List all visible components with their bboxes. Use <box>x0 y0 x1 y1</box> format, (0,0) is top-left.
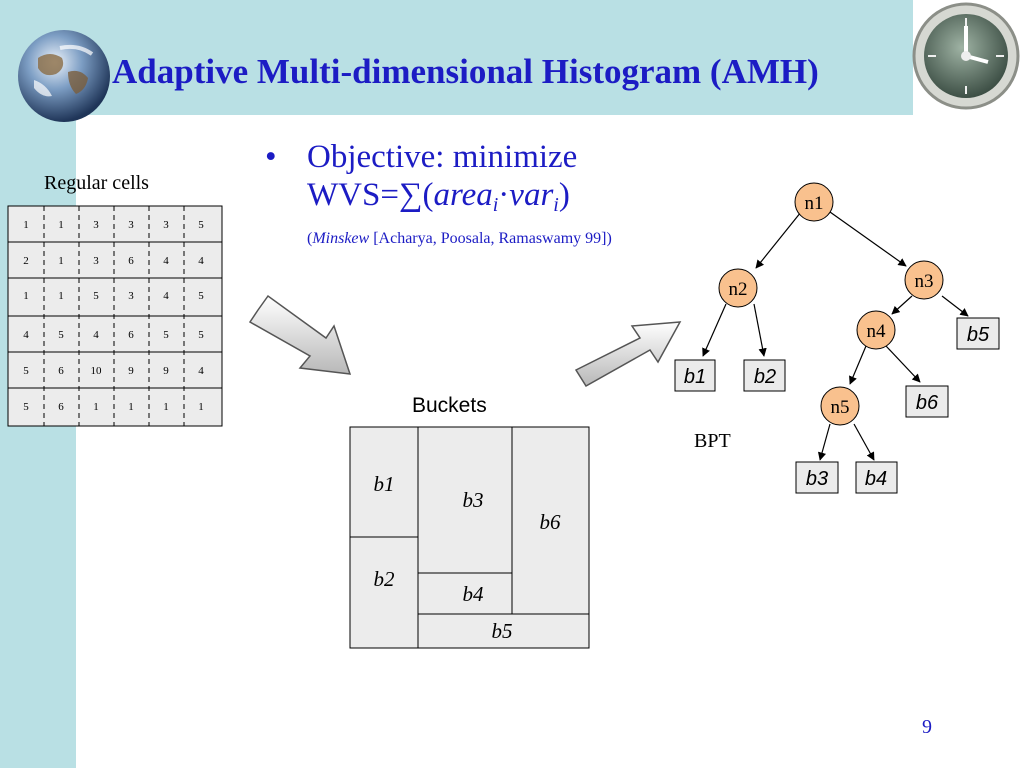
bpt-nodes <box>718 182 944 426</box>
cell-value: 1 <box>23 219 29 231</box>
clock-icon <box>912 2 1020 110</box>
bucket-b2: b2 <box>374 567 396 591</box>
cell-value: 3 <box>163 219 169 231</box>
var-subscript: i <box>553 194 559 216</box>
node-n5 <box>820 386 860 426</box>
cell-value: 10 <box>91 365 103 377</box>
leaf-b4 <box>855 461 898 494</box>
cell-value: 1 <box>163 401 169 413</box>
leaf-b2 <box>743 359 786 392</box>
cell-value: 5 <box>198 329 204 341</box>
cell-value: 6 <box>58 365 64 377</box>
cell-value: 5 <box>23 401 29 413</box>
bucket-b1: b1 <box>374 472 395 496</box>
cell-value: 4 <box>163 290 169 302</box>
cell-value: 4 <box>163 255 169 267</box>
cell-value: 5 <box>93 290 99 302</box>
cell-value: 5 <box>58 329 64 341</box>
cell-value: 9 <box>128 365 134 377</box>
citation: (Minskew [Acharya, Poosala, Ramaswamy 99… <box>307 230 612 248</box>
cell-value: 2 <box>23 255 29 267</box>
page-number: 9 <box>922 716 932 738</box>
cell-value: 6 <box>128 329 134 341</box>
cell-value: 3 <box>93 219 99 231</box>
leaf-b1 <box>674 359 716 392</box>
node-n1-label: n1 <box>805 193 824 214</box>
cell-value: 3 <box>93 255 99 267</box>
close-paren: ) <box>558 177 570 213</box>
node-n2 <box>718 268 758 308</box>
leaf-b3 <box>795 461 839 494</box>
cell-value: 1 <box>58 255 64 267</box>
arrow-cells-to-buckets <box>248 294 352 375</box>
leaf-b6 <box>905 385 949 418</box>
globe-icon <box>18 30 110 122</box>
wvs-formula: WVS=∑(areai·vari) <box>307 176 570 224</box>
node-n3-label: n3 <box>915 271 934 292</box>
wvs-prefix: WVS=∑( <box>307 177 434 213</box>
cell-value: 5 <box>23 365 29 377</box>
bucket-b4: b4 <box>463 582 485 606</box>
bucket-b5: b5 <box>492 619 513 643</box>
cell-value: 1 <box>58 219 64 231</box>
cell-value: 6 <box>58 401 64 413</box>
cell-value: 3 <box>128 219 134 231</box>
cell-value: 9 <box>163 365 169 377</box>
cell-value: 5 <box>198 219 204 231</box>
node-n4 <box>856 310 896 350</box>
leaf-b5-label: b5 <box>967 324 990 346</box>
arrow-buckets-to-bpt <box>574 321 682 388</box>
cell-value: 1 <box>23 290 29 302</box>
leaf-b2-label: b2 <box>754 366 776 388</box>
leaf-b3-label: b3 <box>806 468 828 490</box>
cell-value: 3 <box>128 290 134 302</box>
cell-value: 4 <box>198 365 204 377</box>
cell-value: 4 <box>93 329 99 341</box>
cell-value: 1 <box>93 401 99 413</box>
cell-value: 6 <box>128 255 134 267</box>
leaf-b5 <box>956 317 1000 350</box>
citation-open: ( <box>307 230 313 247</box>
bpt-label: BPT <box>694 430 731 452</box>
citation-minskew: Minskew <box>312 230 370 247</box>
bucket-b3: b3 <box>463 488 484 512</box>
node-n4-label: n4 <box>867 321 887 342</box>
citation-authors: [Acharya, Poosala, Ramaswamy 99]) <box>369 230 612 247</box>
bpt-edges <box>702 211 969 461</box>
objective-line: Objective: minimize <box>307 139 578 175</box>
regular-cells-label: Regular cells <box>44 172 149 194</box>
cell-value: 5 <box>163 329 169 341</box>
dot-operator: · <box>498 177 510 213</box>
cell-value: 1 <box>198 401 204 413</box>
bpt-leaves <box>674 317 1000 494</box>
node-n1 <box>794 182 834 222</box>
cell-value: 1 <box>128 401 134 413</box>
node-n5-label: n5 <box>831 397 850 418</box>
area-subscript: i <box>492 194 499 216</box>
leaf-b1-label: b1 <box>684 366 706 388</box>
node-n2-label: n2 <box>729 279 748 300</box>
cell-value: 4 <box>198 255 204 267</box>
regular-cells-grid: 1 1 3 3 3 5 2 1 3 6 4 4 1 1 5 3 4 5 4 5 4 6 5 5 5 6 10 9 9 4 5 6 1 1 1 1 <box>7 205 223 427</box>
top-decorative-band <box>76 0 913 115</box>
area-term: area <box>433 177 493 213</box>
var-term: var <box>509 177 554 213</box>
slide-title: Adaptive Multi-dimensional Histogram (AM… <box>112 52 819 91</box>
buckets-label: Buckets <box>412 394 487 417</box>
leaf-b6-label: b6 <box>916 392 939 414</box>
bucket-b6: b6 <box>540 510 562 534</box>
cell-value: 1 <box>58 290 64 302</box>
node-n3 <box>904 260 944 300</box>
bullet-dot: • <box>265 139 277 175</box>
buckets-partition: b1 b2 b3 b4 b5 b6 <box>349 426 590 649</box>
leaf-b4-label: b4 <box>865 468 887 490</box>
cell-value: 4 <box>23 329 29 341</box>
cell-value: 5 <box>198 290 204 302</box>
